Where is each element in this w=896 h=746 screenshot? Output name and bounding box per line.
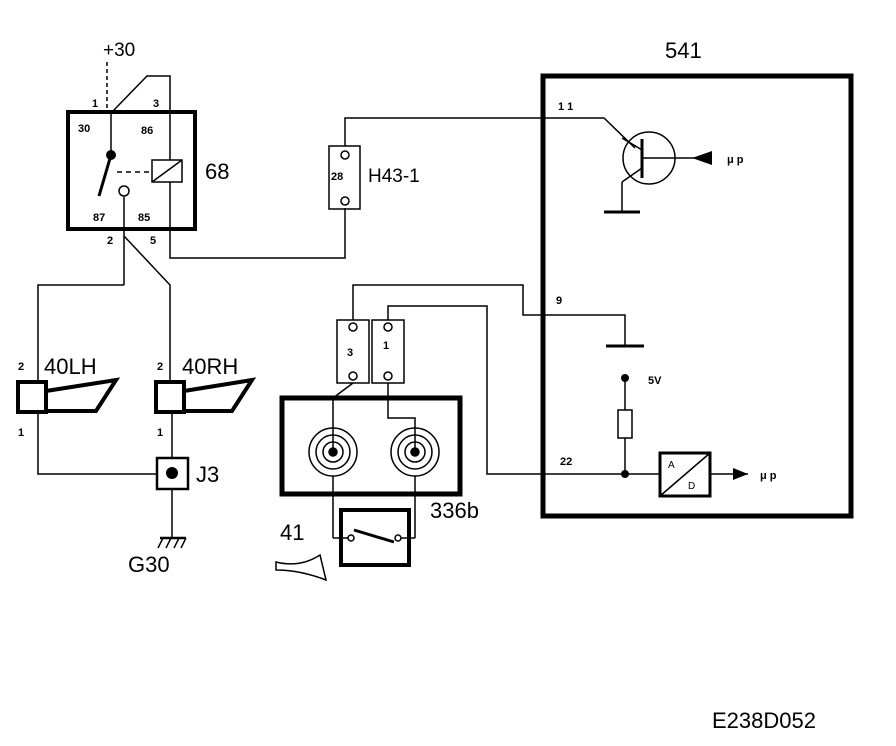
h43-pin-label: 28	[331, 171, 343, 183]
clockspring-pin-1: 1	[383, 340, 389, 352]
supply-label: +30	[103, 40, 135, 61]
horn-lh-pin-top: 2	[18, 361, 24, 373]
wire-pin1-to-22	[387, 305, 625, 475]
pin-label-2: 2	[107, 235, 113, 247]
adc-a-label: A	[668, 460, 675, 471]
horn-symbol-41	[275, 553, 328, 582]
g30-label: G30	[128, 552, 170, 577]
adc-d-label: D	[688, 481, 695, 492]
h43-label: H43-1	[368, 166, 420, 187]
wire-pin3-to-9	[352, 284, 626, 345]
horn-lh-pin-bottom: 1	[18, 427, 24, 439]
relay-label: 68	[205, 159, 229, 184]
horn-rh-label: 40RH	[182, 354, 238, 379]
pin-label-85: 85	[138, 212, 150, 224]
horn-lh-label: 40LH	[44, 354, 97, 379]
pin-label-5: 5	[150, 235, 156, 247]
pin-label-30: 30	[78, 123, 90, 135]
mu-p-bottom: μ p	[760, 470, 777, 482]
mu-p-top: μ p	[727, 154, 744, 166]
relay-switch-arm	[97, 154, 113, 197]
horn-rh-pin-top: 2	[157, 361, 163, 373]
horn-rh-bell	[182, 377, 257, 413]
relay-pin3-loop	[111, 75, 171, 113]
module-pin-11: 1 1	[558, 101, 573, 113]
horn-lh-body	[16, 380, 48, 414]
relay-coil	[151, 159, 183, 183]
pullup-resistor	[617, 409, 633, 439]
diagram-code: E238D052	[712, 708, 816, 733]
wire-40lh-ground	[37, 412, 157, 475]
voltage-label: 5V	[648, 375, 662, 387]
pin-label-3: 3	[153, 98, 159, 110]
clockspring-label: 336b	[430, 498, 479, 523]
wire-to-40lh	[37, 284, 124, 380]
module-pin-9: 9	[556, 295, 562, 307]
module-541-box	[540, 73, 854, 519]
module-label: 541	[665, 38, 702, 63]
wire-to-40rh	[123, 235, 171, 380]
pin-label-87: 87	[93, 212, 105, 224]
pin-label-1: 1	[92, 98, 98, 110]
wire-85-to-h43	[169, 208, 346, 259]
horn-lh-bell	[44, 377, 121, 413]
j3-label: J3	[196, 462, 219, 487]
wire-h43-to-module	[344, 117, 636, 149]
horn-switch-label: 41	[280, 520, 304, 545]
pin-label-86: 86	[141, 125, 153, 137]
module-pin-22: 22	[560, 456, 572, 468]
clockspring-pin-3: 3	[347, 347, 353, 359]
horn-rh-body	[154, 380, 186, 414]
horn-rh-pin-bottom: 1	[157, 427, 163, 439]
relay-68-box	[66, 110, 197, 231]
clockspring-336b	[279, 395, 463, 497]
